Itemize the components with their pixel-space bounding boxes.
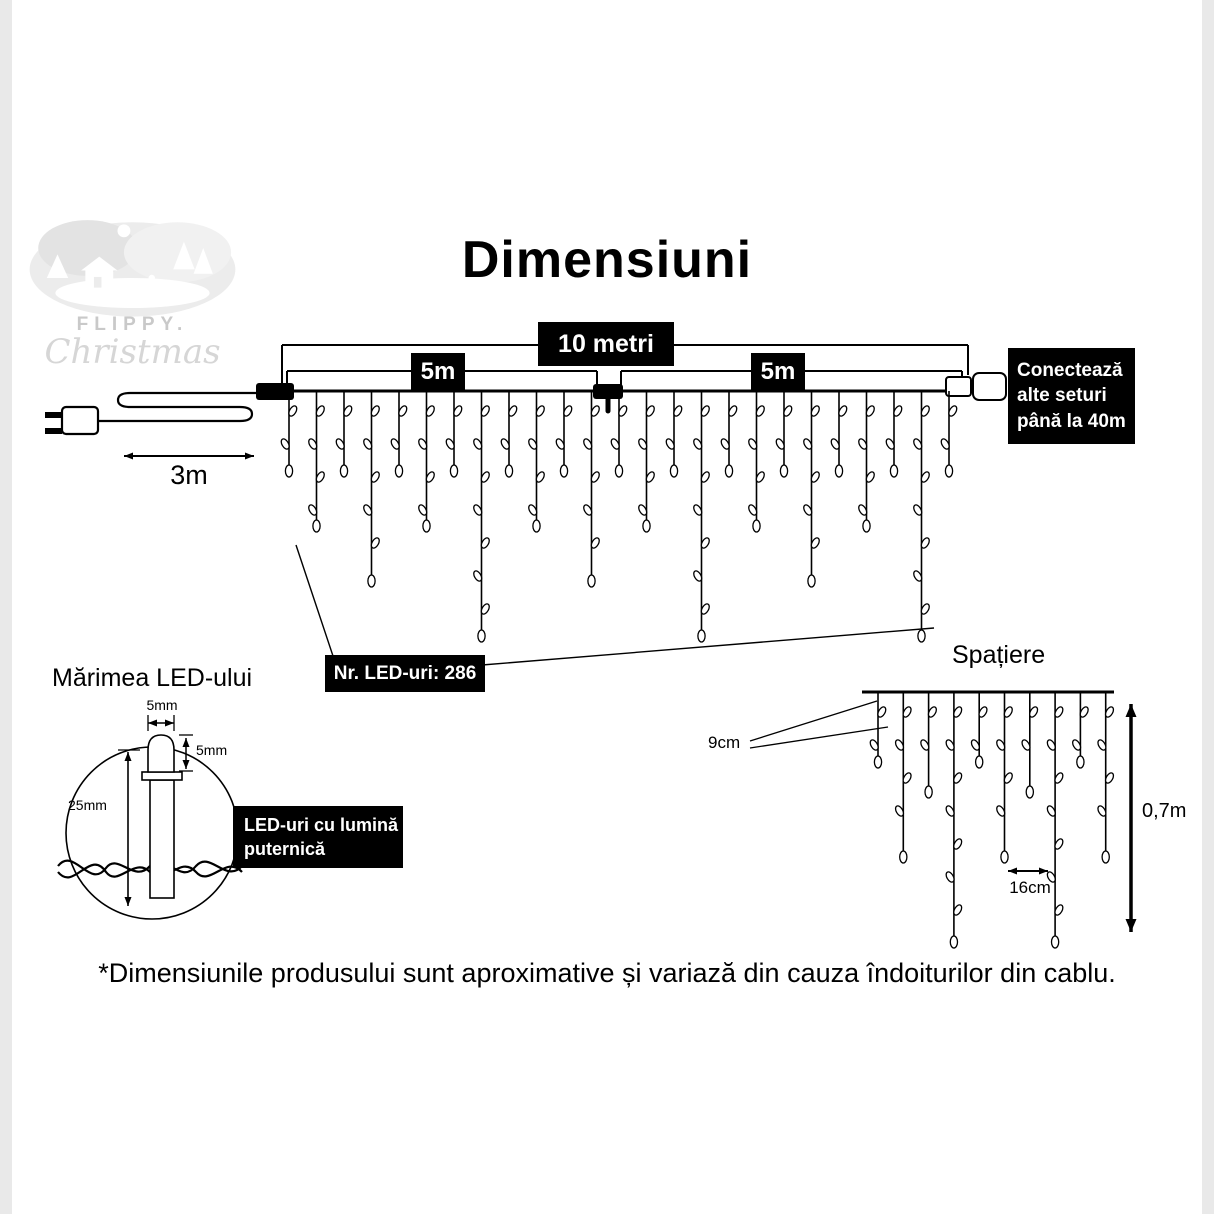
logo-script-text: Christmas (44, 332, 221, 372)
drop-length-label: 0,7m (1142, 800, 1187, 822)
connect-note-badge: Conectează alte seturi până la 40m (1008, 348, 1135, 444)
led-total-height-label: 25mm (68, 797, 107, 813)
spacing-arrows (1008, 704, 1137, 932)
spacing-icicle-strands (869, 692, 1115, 949)
led-size-heading: Mărimea LED-ului (52, 664, 253, 692)
total-length-badge: 10 metri (538, 322, 674, 366)
led-count-badge: Nr. LED-uri: 286 (325, 655, 485, 692)
left-edge-strip (0, 0, 12, 1214)
led-light-note-line2: puternică (244, 839, 326, 859)
led-light-note-line1: LED-uri cu lumină (244, 814, 399, 835)
spacing-pointer-lines (749, 700, 889, 749)
extension-plug-icon (945, 372, 1007, 401)
led-dimension-arrows (118, 715, 193, 906)
power-plug-icon (45, 405, 100, 436)
end-connector-icon (256, 383, 294, 400)
lead-cord (98, 391, 258, 423)
christmas-scene-illustration (29, 220, 236, 317)
led-circle-diagram (57, 734, 243, 920)
spacing-heading: Spațiere (952, 641, 1046, 669)
half-length-right-badge: 5m (751, 353, 805, 391)
page-title: Dimensiuni (461, 231, 753, 289)
connect-note-line2: alte seturi (1017, 385, 1107, 407)
icicle-strands (280, 391, 958, 643)
strand-gap-label: 16cm (1009, 878, 1051, 897)
led-bulb-height-label: 5mm (196, 742, 228, 758)
drop-gap-label: 9cm (708, 733, 741, 752)
half-length-left-badge: 5m (411, 353, 465, 391)
lead-length-label: 3m (170, 460, 208, 490)
brand-logo: FLIPPY. Christmas (25, 203, 240, 393)
logo-brand-text: FLIPPY. (76, 314, 189, 335)
led-count-pointer-lines (295, 544, 935, 666)
right-edge-strip (1202, 0, 1214, 1214)
led-width-label: 5mm (146, 697, 178, 713)
led-light-note-badge: LED-uri cu lumină puternică (233, 806, 403, 868)
disclaimer-text: *Dimensiunile produsului sunt aproximati… (98, 958, 1116, 988)
mid-connector-icon (593, 384, 623, 414)
connect-note-line1: Conectează (1017, 360, 1123, 382)
connect-note-line3: până la 40m (1017, 410, 1126, 432)
led-bulb-icon (141, 734, 183, 899)
